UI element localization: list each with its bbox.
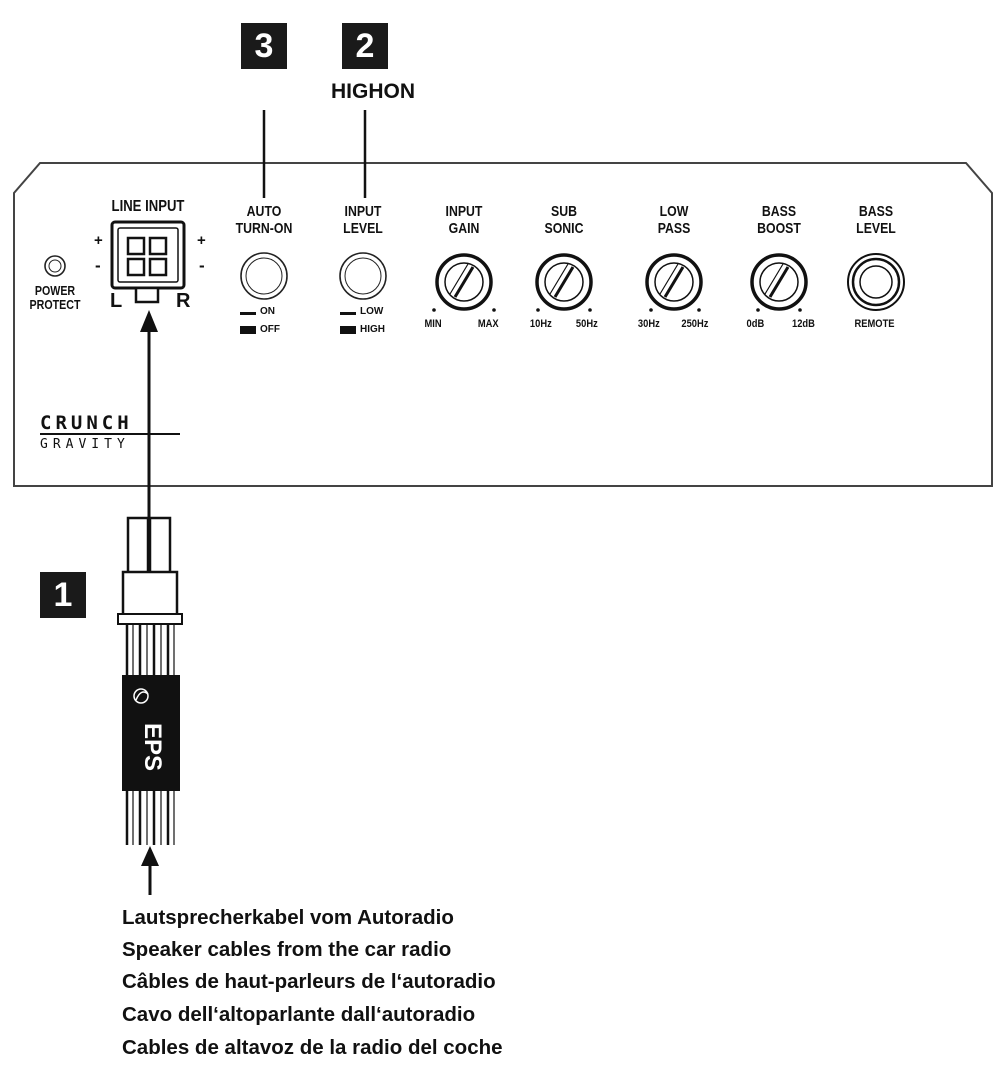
legend-es: Cables de altavoz de la radio del coche (122, 1036, 503, 1059)
cable-brand-label: EPS (139, 722, 166, 772)
highon-label: HIGHON (331, 80, 415, 103)
auto-turn-on-opt-on: ON (240, 306, 275, 317)
brand-gravity: GRAVITY (40, 437, 130, 452)
auto-turn-on-switch-icon (240, 252, 288, 300)
amplifier-panel-outline (13, 162, 993, 487)
bass-boost-max: 12dB (792, 318, 815, 330)
legend-en: Speaker cables from the car radio (122, 938, 452, 961)
bass-boost-min: 0dB (746, 318, 765, 330)
line-input-title: LINE INPUT (111, 198, 185, 215)
low-pass-max: 250Hz (681, 318, 709, 330)
low-pass-min: 30Hz (637, 318, 660, 330)
input-gain-label: INPUT GAIN (445, 203, 483, 237)
power-protect-label: POWER PROTECT (29, 283, 81, 312)
low-pass-label: LOW PASS (657, 203, 691, 237)
legend-de: Lautsprecherkabel vom Autoradio (122, 906, 454, 929)
input-level-label: INPUT LEVEL (343, 203, 383, 237)
line-input-channel-left: L (110, 290, 123, 312)
callout-badge-2: 2 (342, 23, 388, 69)
low-pass-knob-icon (645, 253, 703, 312)
cable-sleeve (122, 675, 180, 791)
line-input-left-minus: - (95, 256, 101, 275)
auto-turn-on-opt-off: OFF (240, 324, 280, 335)
eps-logo-icon (133, 688, 149, 704)
callout-badge-3: 3 (241, 23, 287, 69)
input-level-opt-high: HIGH (340, 324, 385, 335)
cable-plug-icon (117, 516, 183, 625)
line-input-connector-icon (110, 220, 186, 304)
line-input-right-minus: - (199, 256, 205, 275)
brand-crunch: CRUNCH (40, 412, 133, 434)
sub-sonic-max: 50Hz (575, 318, 598, 330)
callout-badge-1: 1 (40, 572, 86, 618)
input-gain-knob-icon (432, 253, 496, 312)
legend-it: Cavo dell‘altoparlante dall‘autoradio (122, 1003, 476, 1026)
line-input-left-plus: + (94, 232, 103, 249)
bass-level-label: BASS LEVEL (856, 203, 896, 237)
legend-fr: Câbles de haut-parleurs de l‘autoradio (122, 970, 496, 993)
sub-sonic-min: 10Hz (529, 318, 552, 330)
bass-level-remote: REMOTE (854, 318, 895, 330)
sub-sonic-label: SUB SONIC (544, 203, 584, 237)
bass-level-remote-jack-icon (847, 253, 905, 311)
bass-boost-label: BASS BOOST (757, 203, 801, 237)
line-input-channel-right: R (176, 290, 191, 312)
input-level-opt-low: LOW (340, 306, 383, 317)
source-arrow-icon (141, 846, 159, 895)
connector-arrow-icon (140, 310, 158, 518)
auto-turn-on-label: AUTO TURN-ON (235, 203, 293, 237)
input-gain-max: MAX (477, 318, 499, 330)
line-input-right-plus: + (197, 232, 206, 249)
input-level-switch-icon (339, 252, 387, 300)
power-protect-led-icon (44, 255, 66, 277)
sub-sonic-knob-icon (535, 253, 593, 312)
bass-boost-knob-icon (750, 253, 808, 312)
input-gain-min: MIN (424, 318, 442, 330)
